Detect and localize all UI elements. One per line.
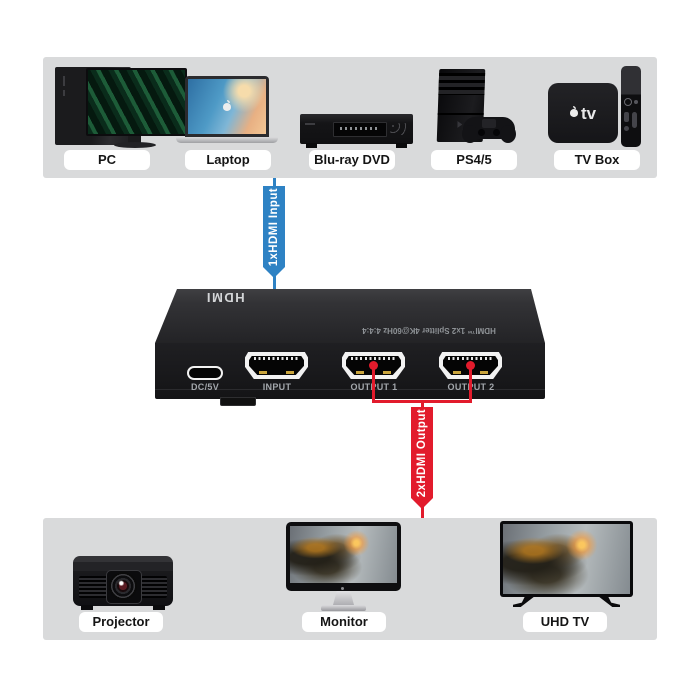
output-ribbon: 2xHDMI Output [411, 407, 433, 509]
dc5v-port [187, 366, 223, 380]
monitor-stand-neck [333, 591, 354, 605]
source-label-bluray: Blu-ray DVD [309, 150, 395, 170]
apple-logo-icon [223, 99, 231, 111]
input-ribbon-label: 1xHDMI Input [268, 187, 280, 267]
sink-label-uhdtv: UHD TV [523, 612, 607, 632]
source-label-tvbox: TV Box [554, 150, 640, 170]
monitor-bezel [286, 522, 401, 591]
output2-wire-dot [466, 361, 475, 370]
splitter-model-text: HDMI™ 1x2 Splitter 4K@60Hz 4:4:4 [362, 326, 496, 335]
apple-tv-box: tv [548, 83, 618, 143]
remote-icon [621, 66, 641, 147]
sink-label-monitor: Monitor [302, 612, 386, 632]
pc-monitor-stand [128, 136, 141, 143]
tv-box-icon: tv [548, 66, 642, 148]
projector-icon [73, 554, 173, 610]
tv-screen [503, 524, 630, 594]
input-port-label: INPUT [262, 382, 292, 392]
laptop-icon [176, 76, 278, 144]
projector-lens [109, 572, 137, 600]
hdmi-input-port [245, 352, 308, 379]
game-console-icon [436, 69, 516, 145]
source-label-ps45: PS4/5 [431, 150, 517, 170]
input-ribbon: 1xHDMI Input [263, 186, 285, 278]
pc-monitor [86, 68, 187, 136]
output2-wire [469, 366, 472, 403]
bluray-player-icon [300, 114, 413, 150]
pc-icon [55, 64, 187, 148]
tv-foot-right [598, 596, 620, 607]
hdmi-brand-logo: HDMI [205, 290, 245, 305]
gamepad-icon [462, 115, 516, 145]
monitor-stand-base [321, 605, 366, 611]
pc-monitor-screen [88, 70, 185, 134]
splitter-foot [220, 397, 256, 406]
splitter-top-face [155, 289, 545, 343]
tv-bezel [500, 521, 633, 597]
apple-logo-icon [569, 106, 578, 117]
dc5v-port-label: DC/5V [190, 382, 219, 392]
tv-foot-left [513, 596, 535, 607]
laptop-base [176, 137, 278, 143]
source-label-pc: PC [64, 150, 150, 170]
source-label-laptop: Laptop [185, 150, 271, 170]
sink-label-projector: Projector [79, 612, 163, 632]
laptop-screen [185, 76, 269, 137]
output1-wire-dot [369, 361, 378, 370]
hdmi-splitter-device: HDMI HDMI™ 1x2 Splitter 4K@60Hz 4:4:4 DC… [155, 285, 545, 406]
output-ribbon-label: 2xHDMI Output [416, 408, 428, 498]
output1-wire [372, 366, 375, 403]
monitor-screen [290, 526, 397, 584]
monitor-icon [286, 522, 403, 612]
uhd-tv-icon [500, 521, 634, 609]
apple-tv-text: tv [580, 103, 597, 123]
